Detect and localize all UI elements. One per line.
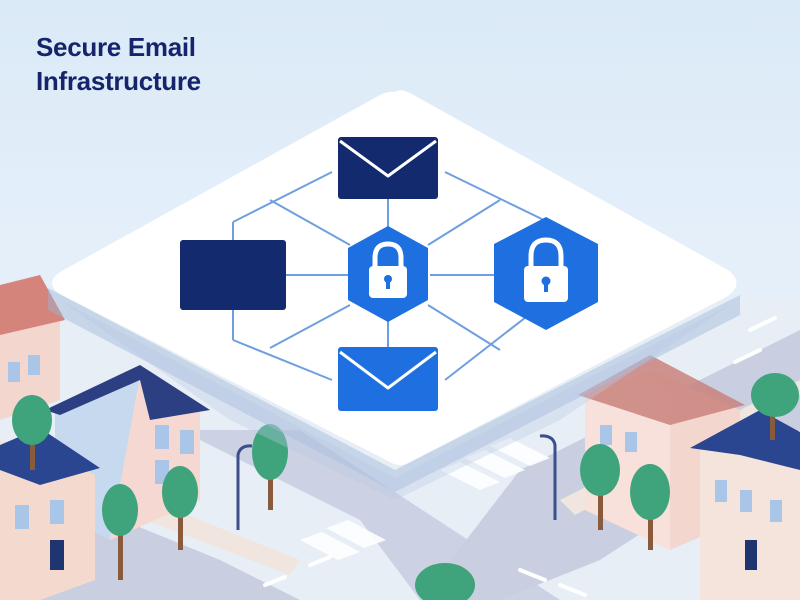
lock-hexagon-center	[348, 226, 428, 322]
house-left-front	[0, 428, 100, 600]
padlock-icon	[524, 237, 568, 302]
title-line-2: Infrastructure	[36, 66, 201, 96]
envelope-bottom	[338, 347, 438, 411]
lock-hexagon-right	[494, 217, 598, 330]
trees-right	[580, 373, 799, 550]
crosswalk	[300, 438, 550, 560]
city-background	[0, 275, 800, 600]
trees-left	[12, 395, 288, 580]
street-lamps	[236, 434, 557, 530]
padlock-icon	[369, 241, 407, 298]
house-left-back	[0, 275, 65, 420]
envelope-top	[338, 137, 438, 199]
server-box-left	[180, 240, 286, 310]
network-connectors	[232, 171, 549, 381]
envelope-icon	[338, 137, 438, 199]
bush	[415, 563, 475, 600]
envelope-icon	[338, 347, 438, 411]
title-line-1: Secure Email	[36, 32, 196, 62]
page-title: Secure Email Infrastructure	[36, 30, 201, 98]
